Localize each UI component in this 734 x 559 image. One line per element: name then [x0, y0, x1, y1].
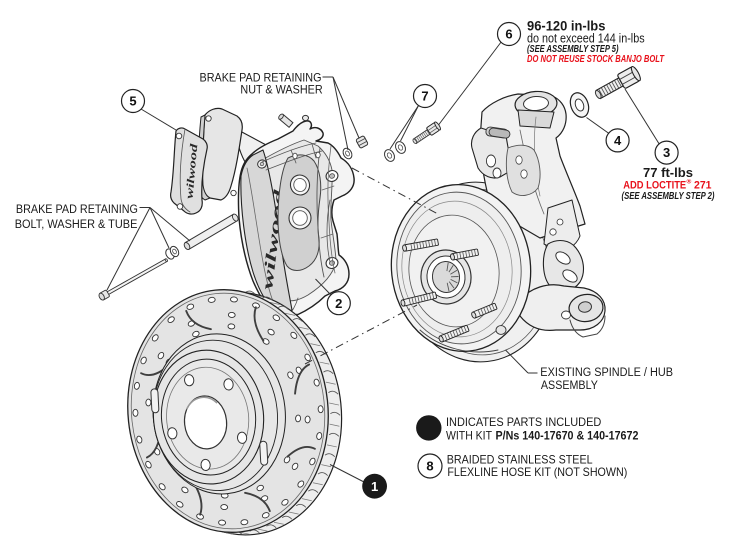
- svg-text:®: ®: [687, 178, 692, 186]
- svg-text:6: 6: [505, 27, 512, 42]
- svg-text:BRAIDED STAINLESS STEEL: BRAIDED STAINLESS STEEL: [447, 452, 593, 466]
- svg-text:FLEXLINE HOSE KIT (NOT SHOWN): FLEXLINE HOSE KIT (NOT SHOWN): [447, 465, 627, 479]
- svg-text:77 ft-lbs: 77 ft-lbs: [643, 165, 693, 180]
- svg-text:3: 3: [663, 145, 670, 160]
- svg-text:DO NOT REUSE STOCK BANJO BOLT: DO NOT REUSE STOCK BANJO BOLT: [527, 54, 665, 65]
- svg-text:BOLT, WASHER & TUBE: BOLT, WASHER & TUBE: [15, 217, 138, 231]
- svg-text:P/Ns 140-17670 & 140-17672: P/Ns 140-17670 & 140-17672: [496, 429, 639, 443]
- svg-text:NUT & WASHER: NUT & WASHER: [240, 82, 322, 96]
- svg-text:WITH KIT: WITH KIT: [446, 429, 493, 443]
- svg-text:271: 271: [694, 180, 712, 192]
- svg-text:5: 5: [129, 94, 136, 109]
- svg-text:1: 1: [371, 479, 378, 494]
- svg-text:(SEE ASSEMBLY STEP 2): (SEE ASSEMBLY STEP 2): [622, 191, 715, 202]
- svg-text:2: 2: [335, 296, 342, 311]
- svg-text:8: 8: [426, 459, 433, 474]
- svg-text:4: 4: [614, 133, 622, 148]
- svg-text:INDICATES PARTS INCLUDED: INDICATES PARTS INCLUDED: [446, 415, 602, 429]
- svg-text:7: 7: [421, 89, 428, 104]
- svg-text:ASSEMBLY: ASSEMBLY: [541, 378, 598, 392]
- svg-text:BRAKE PAD RETAINING: BRAKE PAD RETAINING: [16, 202, 138, 216]
- svg-text:do not exceed 144 in-lbs: do not exceed 144 in-lbs: [527, 30, 645, 45]
- svg-text:ADD LOCTITE: ADD LOCTITE: [623, 180, 686, 192]
